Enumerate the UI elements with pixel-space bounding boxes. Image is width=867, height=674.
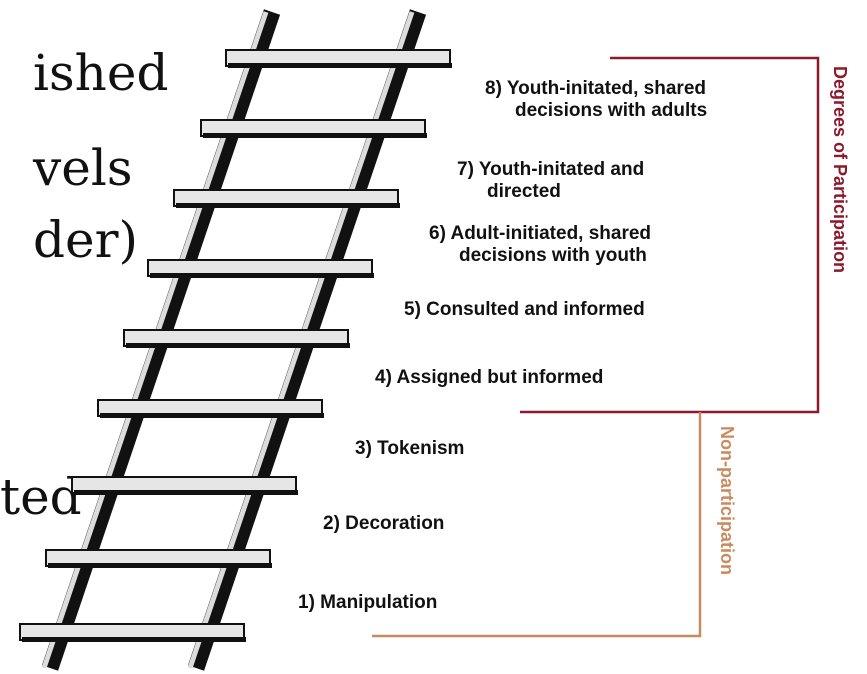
rung-label-7-line-2: directed [487, 181, 561, 202]
ladder-rung-shadow-4 [150, 273, 374, 278]
non-participation-bracket [372, 412, 702, 638]
rung-label-2: 2) Decoration [323, 513, 444, 535]
rung-label-8-line-1: 8) Youth-initated, shared [485, 78, 706, 99]
ladder-rungs [19, 49, 452, 642]
slide-text-line-4: ted [0, 468, 82, 526]
rung-label-8: 8) Youth-initated, shared decisions with… [485, 78, 707, 122]
ladder-rung-shadow-9 [22, 637, 246, 642]
group-brackets [372, 56, 820, 638]
rung-label-5: 5) Consulted and informed [404, 299, 645, 321]
rung-label-4-line-1: 4) Assigned but informed [375, 367, 604, 388]
rung-label-4: 4) Assigned but informed [375, 367, 603, 389]
rung-label-7-line-1: 7) Youth-initated and [457, 159, 645, 180]
rung-label-3-line-1: 3) Tokenism [355, 438, 465, 459]
slide-text-line-1: ished [33, 44, 169, 102]
ladder-rung-shadow-1 [228, 63, 452, 68]
slide-text-line-2: vels [33, 139, 133, 197]
ladder-rung-shadow-7 [74, 490, 298, 495]
ladder-rung-shadow-5 [126, 343, 350, 348]
rung-label-7: 7) Youth-initated and directed [457, 159, 644, 203]
ladder-rung-shadow-2 [203, 133, 427, 138]
rung-label-1-line-1: 1) Manipulation [298, 592, 438, 613]
rung-label-6: 6) Adult-initiated, shared decisions wit… [429, 223, 651, 267]
rung-label-3: 3) Tokenism [355, 438, 464, 460]
degrees-of-participation-label: Degrees of Participation [830, 66, 850, 274]
ladder-rung-shadow-3 [176, 203, 400, 208]
rung-label-6-line-2: decisions with youth [459, 245, 647, 266]
ladder-rung-shadow-6 [100, 413, 324, 418]
rung-label-2-line-1: 2) Decoration [323, 513, 445, 534]
rung-label-1: 1) Manipulation [298, 592, 437, 614]
rung-label-8-line-2: decisions with adults [515, 100, 708, 121]
participation-bracket [520, 56, 820, 414]
rung-label-5-line-1: 5) Consulted and informed [404, 299, 645, 320]
rung-label-6-line-1: 6) Adult-initiated, shared [429, 223, 652, 244]
slide-text-line-3: der) [33, 211, 139, 269]
non-participation-label: Non-participation [717, 426, 737, 575]
ladder-rung-shadow-8 [48, 563, 272, 568]
